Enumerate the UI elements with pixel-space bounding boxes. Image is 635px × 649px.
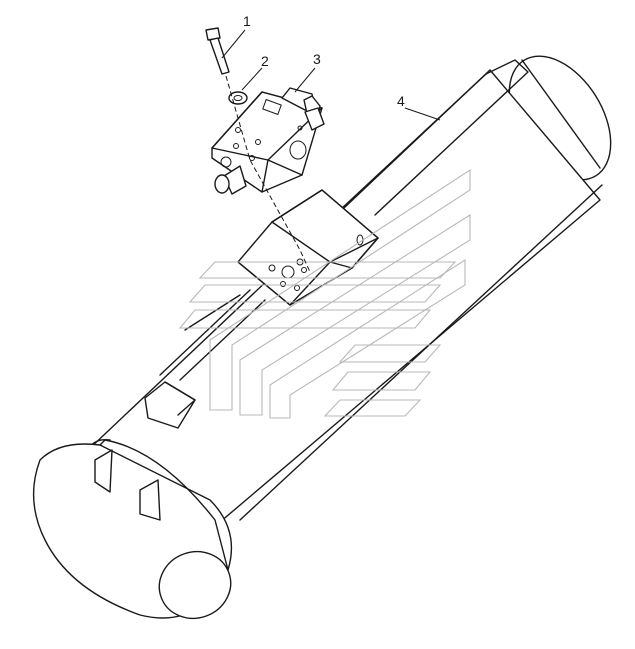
watermark-logo	[178, 168, 471, 419]
callout-4: 4	[397, 93, 405, 109]
washer	[228, 91, 248, 105]
callout-3: 3	[313, 51, 321, 67]
rod-guide-block	[144, 381, 196, 429]
valve-mounting-block	[237, 189, 379, 306]
valve-block	[211, 87, 325, 195]
bolt	[205, 27, 230, 75]
cylinder-eye-end	[32, 439, 233, 620]
leader-lines	[221, 29, 441, 121]
assembly-axis	[225, 75, 311, 273]
callout-2: 2	[261, 53, 269, 69]
callout-1: 1	[243, 13, 251, 29]
